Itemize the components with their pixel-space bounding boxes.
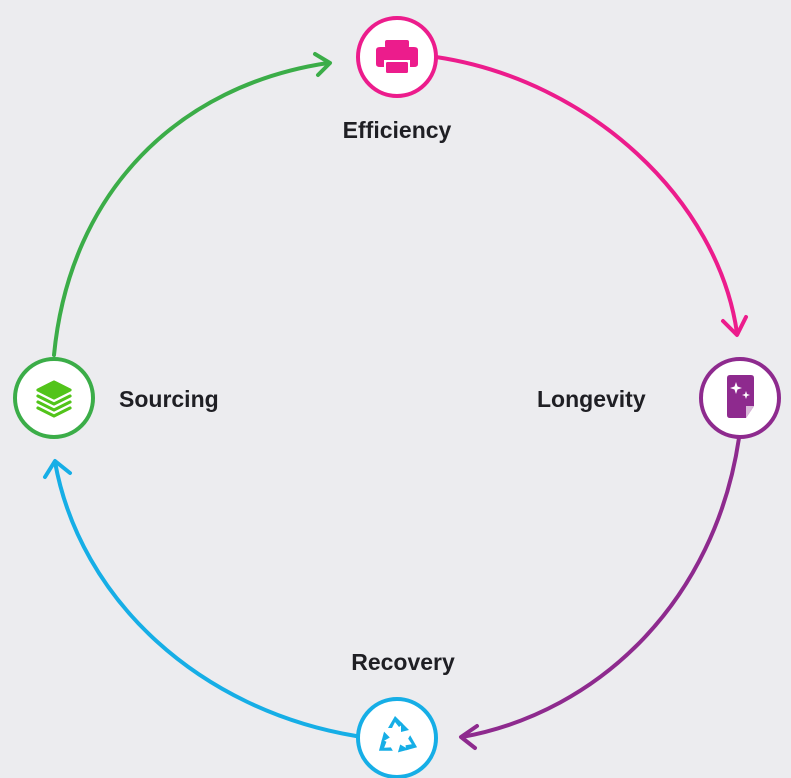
sparkle-document-icon (727, 375, 754, 418)
arrowhead-recovery (459, 724, 479, 750)
arc-recovery-to-sourcing (43, 459, 358, 738)
arc-longevity-to-recovery (459, 436, 741, 750)
node-recovery (356, 697, 438, 778)
arc-sourcing-to-efficiency-line (52, 61, 330, 357)
arrowhead-longevity (721, 315, 748, 337)
node-label-efficiency: Efficiency (342, 117, 452, 143)
node-recovery-ring (356, 697, 438, 778)
node-sourcing (13, 357, 95, 439)
printer-icon (376, 40, 418, 73)
arc-efficiency-to-longevity (434, 55, 748, 337)
layers-icon (36, 380, 72, 418)
node-label-sourcing: Sourcing (119, 386, 219, 412)
arc-recovery-to-sourcing-line (53, 460, 358, 738)
recycle-icon (378, 716, 418, 753)
node-label-longevity: Longevity (537, 386, 646, 412)
arrowhead-sourcing (43, 459, 72, 479)
node-efficiency (356, 16, 438, 98)
node-longevity (699, 357, 781, 439)
node-label-recovery: Recovery (351, 649, 455, 675)
arc-sourcing-to-efficiency (52, 52, 332, 357)
arrowhead-efficiency (313, 52, 332, 77)
arc-longevity-to-recovery-line (460, 436, 741, 739)
arc-efficiency-to-longevity-line (434, 55, 739, 335)
